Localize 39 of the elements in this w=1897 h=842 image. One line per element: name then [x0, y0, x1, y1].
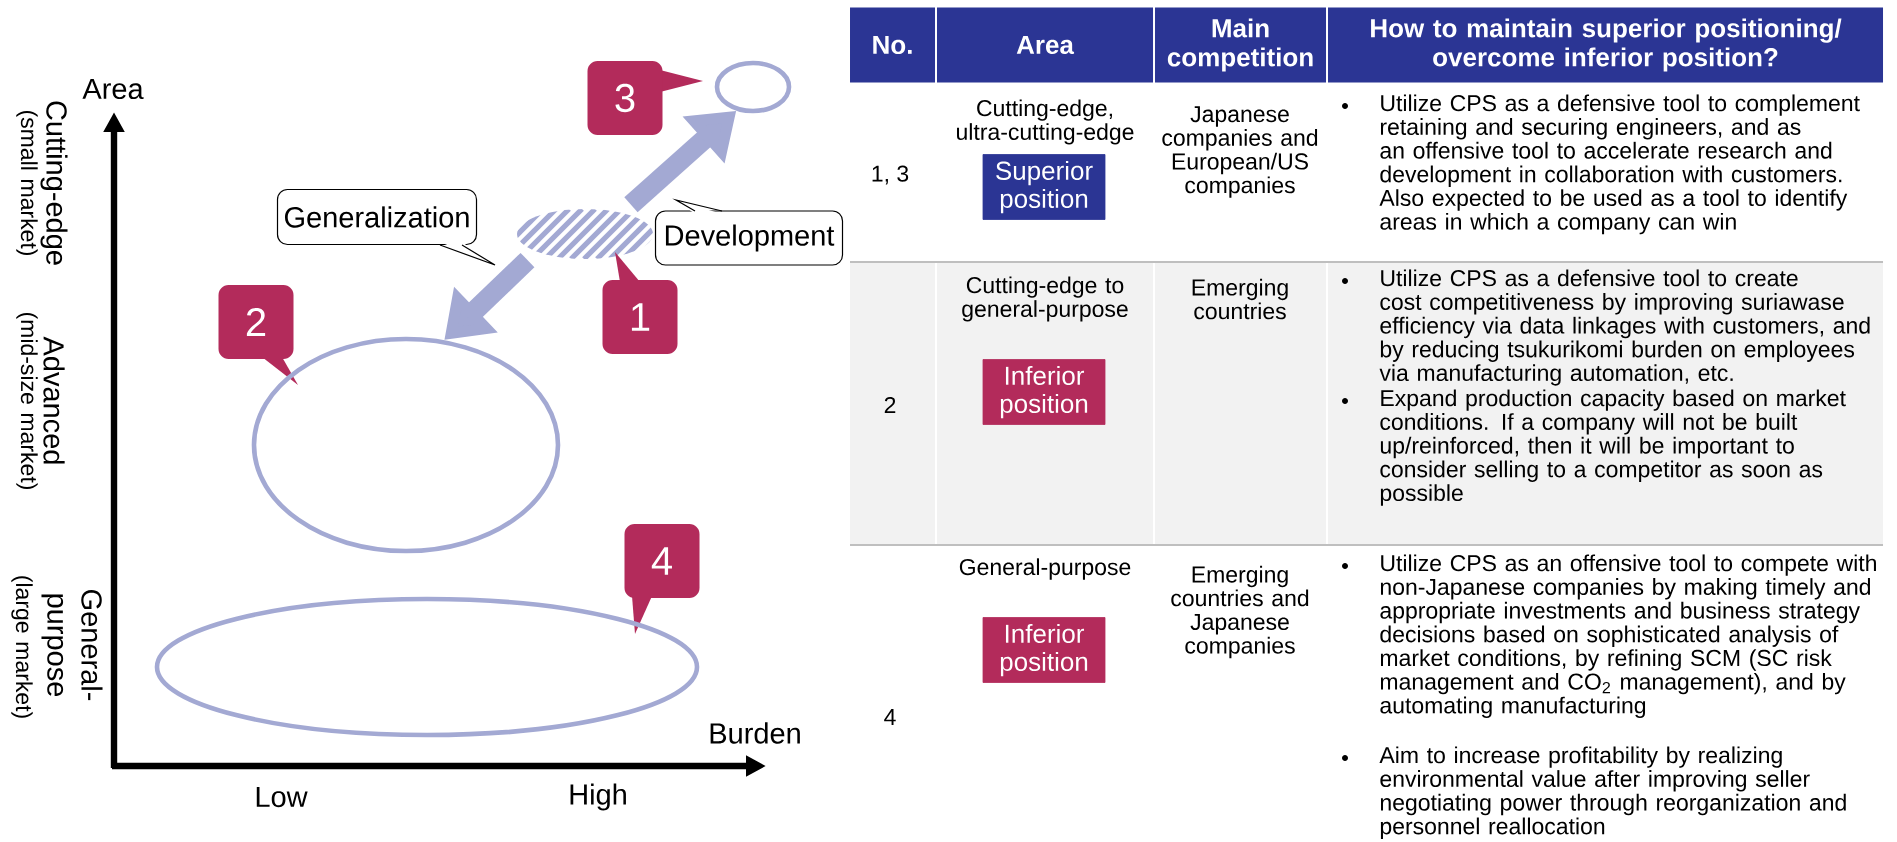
row-number: 2: [884, 397, 896, 414]
callout-box: 3: [587, 61, 703, 135]
ellipse: [251, 336, 561, 554]
header-cell: How to maintain superior positioning/ overcome inferior position?: [1328, 7, 1883, 83]
bullet-item: Utilize CPS as an offensive tool to compete with non-Japanese companies by making timely and appropriate investments and business strategy decisions based on sophisticated analysis of market conditions, by refining SCM (SC risk management and CO$_{2}$ management), and by automating manufacturing: [1380, 554, 1876, 719]
axis-label: General-purpose: [41, 590, 103, 701]
header-cell: Main competition: [1155, 7, 1326, 83]
row-number: 1, 3: [872, 165, 909, 185]
ellipse: [154, 596, 700, 738]
bullet-item: Utilize CPS as a defensive tool to complement retaining and securing engineers, and as an offensive tool to accelerate research and development in collaboration with customers. Also expected to be used as a tool to identify areas in which a company can win: [1379, 94, 1860, 235]
bullet-item: Aim to increase profitability by realizing environmental value after improving seller negotiating power through reorganization and personnel reallocation: [1379, 746, 1846, 839]
position-badge: Inferior position: [982, 617, 1106, 683]
callout-box: 4: [624, 524, 700, 634]
cell-text: General-purpose: [959, 558, 1131, 580]
header-cell: Area: [937, 7, 1153, 83]
axis-label: (mid-size market): [16, 312, 38, 489]
speech-bubble: Generalization: [276, 188, 496, 266]
axis-label: Low: [256, 786, 308, 808]
speech-bubble: Development: [654, 198, 844, 266]
position-badge: Inferior position: [982, 359, 1106, 425]
row-number: 4: [884, 709, 896, 725]
cell-text: Cutting-edge to general-purpose: [962, 276, 1128, 322]
axis-label: Advanced: [43, 336, 65, 464]
axis-label: (small market): [16, 110, 38, 256]
axis-label: Area: [82, 78, 144, 100]
axis-label: Cutting-edge: [40, 101, 68, 265]
bullet-item: Utilize CPS as a defensive tool to create cost competitiveness by improving suriawase efficiency via data linkages with customers, and by reducing tsukurikomi burden on employees via manufacturing automation, etc.: [1379, 269, 1870, 386]
cell-text: Japanese companies and European/US companies: [1162, 106, 1318, 198]
ellipse: [714, 60, 792, 114]
bullet-item: Expand production capacity based on market conditions. If a company will not be built up/reinforced, then it will be important to consider selling to a competitor as soon as possible: [1380, 389, 1846, 506]
callout-box: 2: [218, 285, 298, 385]
header-cell: No.: [850, 7, 935, 83]
cell-text: Emerging countries: [1192, 278, 1288, 320]
axis-label: Burden: [710, 722, 800, 744]
cell-text: Emerging countries and Japanese companies: [1171, 565, 1309, 659]
callout-box: 1: [602, 252, 678, 354]
position-badge: Superior position: [982, 154, 1106, 220]
axis-label: (large market): [11, 576, 33, 718]
axis-label: High: [570, 783, 626, 811]
